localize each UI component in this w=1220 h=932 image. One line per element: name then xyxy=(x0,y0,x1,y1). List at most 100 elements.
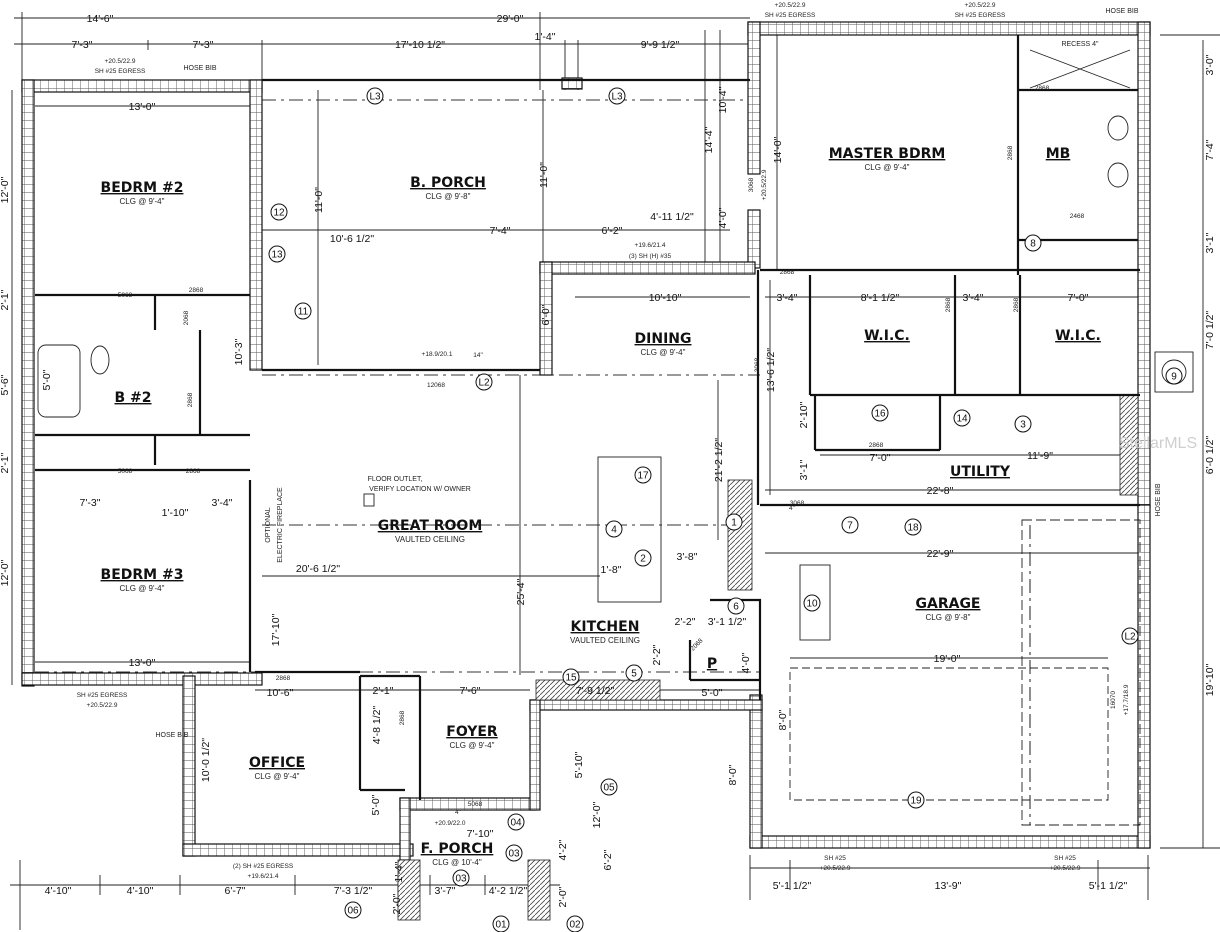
plan-note: HOSE BIB xyxy=(155,732,188,739)
dimension-label: 12'-0" xyxy=(591,801,603,828)
callout-circle xyxy=(907,791,925,809)
dimension-label: 14'-6" xyxy=(87,13,114,25)
room-ceiling-note: CLG @ 9'-8" xyxy=(426,192,471,201)
dimension-label: 3'-7" xyxy=(435,885,456,897)
room-label: DINING xyxy=(635,331,692,347)
callout-circle xyxy=(871,404,889,422)
door-window-label: 5068 xyxy=(118,292,133,299)
egress-window-height: +20.5/22.9 xyxy=(1050,865,1081,872)
callout-circle xyxy=(562,668,580,686)
watermark: StellarMLS xyxy=(1119,435,1197,452)
door-window-label: 14" xyxy=(473,352,483,359)
door-window-label: 2868 xyxy=(399,710,406,725)
room-label: KITCHEN xyxy=(571,619,640,635)
dimension-lines xyxy=(10,12,1220,930)
door-window-label: 2868 xyxy=(187,392,194,407)
door-window-label: 5068 xyxy=(468,801,483,808)
dimension-label: 19'-10" xyxy=(1204,663,1216,696)
room-label: GARAGE xyxy=(916,596,981,612)
callout-circle xyxy=(727,597,745,615)
callout-circle xyxy=(507,813,525,831)
callout-tag: 15 xyxy=(565,673,577,684)
dimension-label: 14'-0" xyxy=(772,136,784,163)
door-window-label: 2868 xyxy=(1007,145,1014,160)
callout-tag: 4 xyxy=(611,525,617,536)
plan-note: VERIFY LOCATION W/ OWNER xyxy=(369,486,471,493)
door-window-label: 12068 xyxy=(427,382,445,389)
dimension-label: 8'-1 1/2" xyxy=(861,292,900,304)
exterior-walls xyxy=(21,21,1151,921)
egress-window-height: +20.5/22.9 xyxy=(965,2,996,9)
room-label: P xyxy=(707,656,717,672)
egress-window-spec: SH #25 EGRESS xyxy=(765,12,816,19)
dimension-label: 11'-9" xyxy=(1027,450,1053,462)
egress-window-height: +20.5/22.9 xyxy=(105,58,136,65)
dimension-label: 10'-4" xyxy=(717,86,729,113)
dimension-label: 3'-4" xyxy=(963,292,984,304)
room-ceiling-note: VAULTED CEILING xyxy=(395,535,465,544)
dimension-label: 25'-4" xyxy=(515,578,527,605)
dimension-label: 3'-4" xyxy=(777,292,798,304)
callout-circle xyxy=(1165,367,1183,385)
dimension-label: 5'-10" xyxy=(573,751,585,778)
dimension-label: 6'-0" xyxy=(540,304,552,325)
callout-tag: 17 xyxy=(637,471,649,482)
door-window-label: 2868 xyxy=(189,287,204,294)
egress-window-spec: SH #25 EGRESS xyxy=(955,12,1006,19)
dimension-label: 2'-1" xyxy=(0,289,11,310)
dimension-label: 4'-2 1/2" xyxy=(489,885,528,897)
callout-tag: 03 xyxy=(508,849,520,860)
plan-note: HOSE BIB xyxy=(183,65,216,72)
callout-circle xyxy=(1024,234,1042,252)
callout-circle xyxy=(841,516,859,534)
door-window-label: 2868 xyxy=(276,675,291,682)
callout-circle xyxy=(475,373,493,391)
room-label: W.I.C. xyxy=(864,328,910,344)
dimension-label: 1'-4" xyxy=(535,31,556,43)
dimension-label: 7'-3" xyxy=(72,39,93,51)
room-ceiling-note: CLG @ 9'-4" xyxy=(120,584,165,593)
dimension-label: 5'-1 1/2" xyxy=(1089,880,1128,892)
callout-tag: 5 xyxy=(631,669,637,680)
callout-circle xyxy=(270,203,288,221)
dimension-label: 3'-0" xyxy=(1204,54,1216,75)
callout-tag: 3 xyxy=(1020,420,1026,431)
callout-tag: 16 xyxy=(874,409,886,420)
dimension-label: 14'-4" xyxy=(703,126,715,153)
door-window-label: 2868 xyxy=(1013,297,1020,312)
door-window-label: 2868 xyxy=(869,442,884,449)
dimension-label: 19'-0" xyxy=(934,653,961,665)
callout-circle xyxy=(492,915,510,932)
dimension-label: 3'-8" xyxy=(677,551,698,563)
room-label: FOYER xyxy=(446,724,498,740)
dimension-label: 2'-0" xyxy=(391,893,403,914)
dimension-label: 7'-0 1/2" xyxy=(1204,311,1216,350)
door-window-label: 2468 xyxy=(1070,213,1085,220)
callout-circle xyxy=(608,87,626,105)
callout-tag: 06 xyxy=(347,906,359,917)
callout-circle xyxy=(1014,415,1032,433)
room-label: MASTER BDRM xyxy=(829,146,946,162)
dimension-label: 13'-0" xyxy=(129,657,156,669)
room-ceiling-note: CLG @ 9'-4" xyxy=(641,348,686,357)
callout-tag: 8 xyxy=(1030,239,1036,250)
callout-tag: 05 xyxy=(603,783,615,794)
dimension-label: 21'-2 1/2" xyxy=(713,438,725,483)
dimension-label: 13'-9" xyxy=(935,880,962,892)
egress-window-height: +20.5/22.9 xyxy=(820,865,851,872)
dimension-label: 4'-0" xyxy=(740,652,752,673)
dimension-label: 8'-0" xyxy=(727,764,739,785)
dimension-label: 20'-6 1/2" xyxy=(296,563,341,575)
door-window-label: 2868 xyxy=(945,297,952,312)
callout-circle xyxy=(725,513,743,531)
dimension-label: 1'-8" xyxy=(601,564,622,576)
callout-tag: 12 xyxy=(273,208,285,219)
callout-circle xyxy=(634,549,652,567)
door-window-label: 2068 xyxy=(183,310,190,325)
dimension-label: 4'-10" xyxy=(45,885,72,897)
callout-tag: 13 xyxy=(271,250,283,261)
dimension-label: 7'-3" xyxy=(193,39,214,51)
dimension-label: 29'-0" xyxy=(497,13,524,25)
callout-tag: L2 xyxy=(1124,632,1136,643)
callout-tag: 14 xyxy=(956,414,968,425)
